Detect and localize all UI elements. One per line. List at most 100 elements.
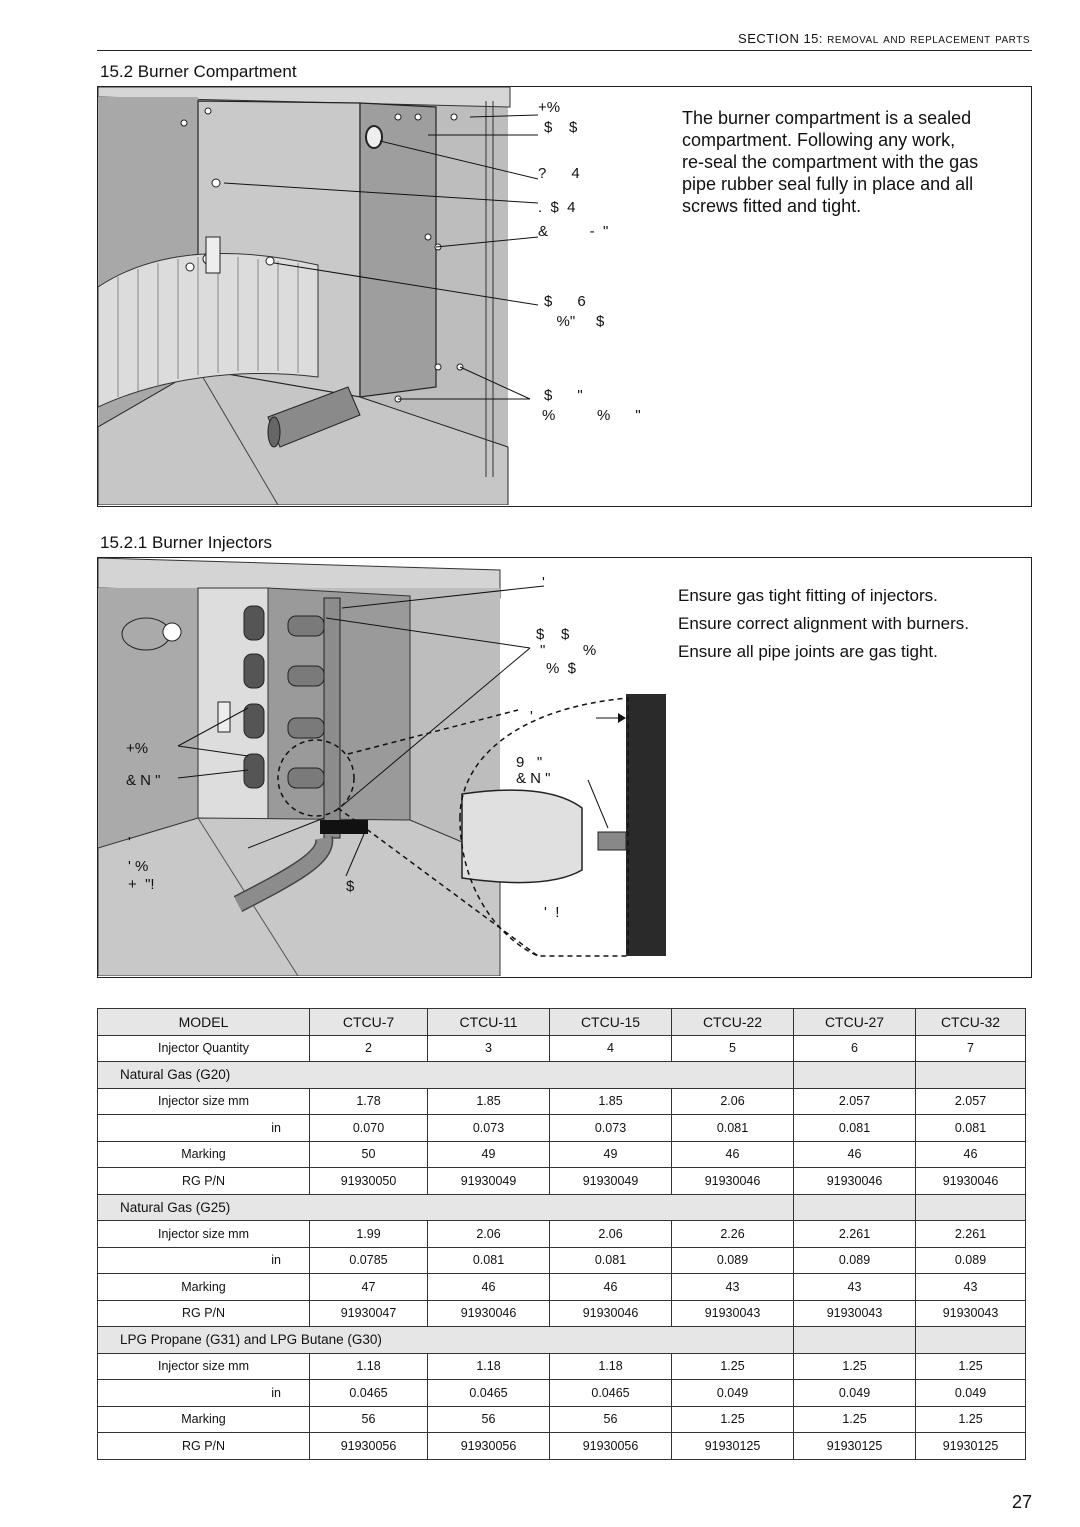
table-cell: 0.070 [309, 1114, 428, 1142]
table-cell: 2 [309, 1034, 428, 1062]
table-cell: 1.25 [915, 1352, 1026, 1380]
burner-injectors-notes: Ensure gas tight fitting of injectors. E… [678, 582, 1028, 666]
callout-label: ' [530, 708, 533, 725]
row-label: Marking [97, 1405, 310, 1433]
table-cell: 5 [671, 1034, 794, 1062]
table-cell: 91930050 [309, 1167, 428, 1195]
callout-label: ' [542, 574, 545, 591]
table-cell: 91930046 [671, 1167, 794, 1195]
table-group-row: LPG Propane (G31) and LPG Butane (G30) [97, 1326, 1026, 1354]
table-cell-empty [793, 1061, 916, 1089]
table-cell: 0.089 [793, 1246, 916, 1274]
row-label: Marking [97, 1273, 310, 1301]
table-cell: 0.049 [793, 1379, 916, 1407]
table-cell: 91930125 [793, 1432, 916, 1460]
table-cell: 91930125 [915, 1432, 1026, 1460]
table-cell-empty [793, 1326, 916, 1354]
row-label: Injector size mm [97, 1352, 310, 1380]
callout-label: 9 " [516, 754, 543, 771]
callout-label: $ " [544, 387, 583, 404]
burner-compartment-figure-frame: +% $ $ ? 4 . $ 4 & - " $ 6 %" $ $ " % % … [97, 86, 1032, 507]
callout-label: +% [126, 740, 149, 757]
section-title-burner-compartment: 15.2 Burner Compartment [100, 62, 297, 81]
table-cell: 91930046 [427, 1299, 550, 1327]
table-cell: 0.0785 [309, 1246, 428, 1274]
callout-label: ? 4 [538, 165, 580, 182]
description-line: compartment. Following any work, [682, 130, 956, 150]
callout-label: & - " [538, 223, 609, 240]
header-cell-model-name: CTCU-15 [549, 1008, 672, 1036]
group-name-cell: Natural Gas (G25) [97, 1193, 794, 1221]
table-cell: 1.18 [549, 1352, 672, 1380]
row-label: RG P/N [97, 1432, 310, 1460]
table-cell: 46 [915, 1140, 1026, 1168]
table-cell-empty [915, 1193, 1026, 1221]
callout-label: . $ 4 [538, 199, 576, 216]
row-label: in [97, 1114, 310, 1142]
table-cell: 0.049 [671, 1379, 794, 1407]
table-cell: 56 [309, 1405, 428, 1433]
table-cell: 0.0465 [427, 1379, 550, 1407]
callout-label: $ $ [544, 119, 578, 136]
table-cell: 91930047 [309, 1299, 428, 1327]
table-cell: 1.85 [427, 1087, 550, 1115]
table-cell: 4 [549, 1034, 672, 1062]
callout-label: $ [346, 878, 355, 895]
callout-label: % % " [542, 407, 641, 424]
running-header: SECTION 15: REMOVAL AND REPLACEMENT PART… [600, 30, 1030, 46]
table-cell: 2.26 [671, 1220, 794, 1248]
header-cell-model-name: CTCU-27 [793, 1008, 916, 1036]
description-line: re-seal the compartment with the gas [682, 152, 979, 172]
table-cell: 1.25 [793, 1352, 916, 1380]
description-line: screws fitted and tight. [682, 196, 862, 216]
table-cell: 2.057 [915, 1087, 1026, 1115]
callout-label: ' % [128, 858, 149, 875]
table-cell: 0.081 [915, 1114, 1026, 1142]
table-cell: 43 [671, 1273, 794, 1301]
header-cell-model-name: CTCU-32 [915, 1008, 1026, 1036]
burner-compartment-description: The burner compartment is a sealed compa… [682, 107, 1022, 217]
row-label: in [97, 1246, 310, 1274]
header-section: SECTION 15: [738, 31, 828, 46]
burner-injectors-figure-frame: ' $ $ " % % $ ' 9 " & N " +% & N " ' ' %… [97, 557, 1032, 978]
row-label: Injector Quantity [97, 1034, 310, 1062]
table-cell: 2.261 [915, 1220, 1026, 1248]
table-cell: 2.261 [793, 1220, 916, 1248]
row-label: Injector size mm [97, 1220, 310, 1248]
table-cell: 91930056 [549, 1432, 672, 1460]
table-cell: 56 [549, 1405, 672, 1433]
table-cell: 0.081 [427, 1246, 550, 1274]
table-cell-empty [915, 1061, 1026, 1089]
callout-label: $ 6 [544, 293, 586, 310]
callout-label: $ $ [536, 626, 570, 643]
table-cell: 91930049 [549, 1167, 672, 1195]
section-title-burner-injectors: 15.2.1 Burner Injectors [100, 533, 272, 552]
callout-label: & N " [126, 772, 161, 789]
note-gas-tight-injectors: Ensure gas tight fitting of injectors. [678, 586, 938, 605]
row-label: RG P/N [97, 1299, 310, 1327]
table-cell: 43 [793, 1273, 916, 1301]
callout-label: + "! [128, 876, 155, 893]
table-cell: 2.06 [671, 1087, 794, 1115]
table-cell: 91930049 [427, 1167, 550, 1195]
table-cell: 49 [549, 1140, 672, 1168]
table-cell: 91930125 [671, 1432, 794, 1460]
table-cell: 6 [793, 1034, 916, 1062]
table-cell: 1.85 [549, 1087, 672, 1115]
table-group-row: Natural Gas (G25) [97, 1193, 1026, 1221]
callout-label: %" $ [544, 313, 605, 330]
callout-label: +% [538, 99, 561, 116]
table-cell: 46 [671, 1140, 794, 1168]
burner-injectors-illustration [98, 558, 666, 976]
description-line: pipe rubber seal fully in place and all [682, 174, 974, 194]
